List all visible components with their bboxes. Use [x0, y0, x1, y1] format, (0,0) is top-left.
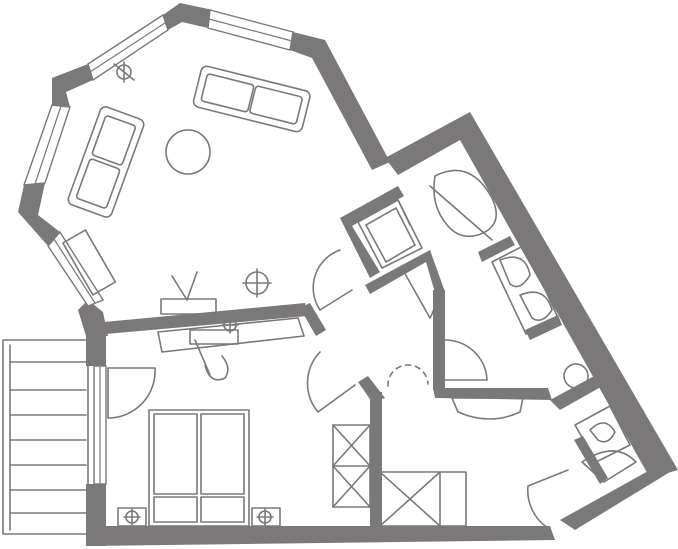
outer-walls: [18, 3, 678, 546]
door-swing-icon: [306, 351, 356, 413]
living-room: [62, 61, 311, 315]
door-swing-icon: [403, 271, 437, 319]
wardrobe-icon: [332, 424, 371, 508]
windows: [22, 9, 294, 485]
door-swing-icon: [444, 339, 488, 381]
wall-segment: [478, 236, 515, 262]
wall-segment: [433, 388, 552, 400]
balcony: [2, 339, 89, 535]
hallway: [312, 249, 569, 529]
wall-segment: [86, 330, 106, 366]
nightstand-lamp-icon: [117, 507, 147, 527]
wall-segment: [340, 186, 404, 278]
wall-segment: [300, 303, 326, 336]
toilet-icon: [574, 405, 631, 463]
wall-segment: [433, 290, 445, 390]
double-bed-icon: [148, 409, 250, 527]
wall-segment: [86, 526, 555, 546]
washbasin-icon: [491, 244, 559, 335]
wall-segment: [18, 183, 60, 246]
washbasin-icon: [563, 363, 589, 389]
desk-icon: [157, 316, 305, 353]
wall-segment: [78, 300, 108, 336]
door-swing-icon: [312, 249, 353, 311]
armchair-icon: [67, 106, 145, 218]
kitchen-counter-icon: [379, 471, 467, 527]
tv-stand-icon: [160, 271, 217, 315]
round-table-icon: [165, 129, 211, 175]
ceiling-light-icon: [242, 268, 272, 298]
wall-segment: [163, 3, 213, 30]
wall-segment: [104, 303, 308, 334]
door-swing-icon: [107, 367, 156, 419]
wall-segment: [550, 374, 606, 410]
wall-segment: [574, 436, 608, 484]
nightstand-lamp-icon: [251, 507, 281, 527]
bathroom: [357, 169, 589, 420]
wall-segment: [560, 470, 670, 530]
wc: [574, 405, 637, 483]
window: [22, 104, 71, 186]
wall-segment: [385, 112, 678, 478]
wall-segment: [370, 392, 382, 528]
sideboard-icon: [62, 229, 117, 296]
bedroom: [107, 316, 371, 527]
wall-segment: [52, 64, 93, 107]
ceiling-light-icon: [113, 61, 135, 83]
sofa-icon: [192, 65, 311, 133]
washbasin-icon: [581, 450, 637, 483]
washbasin-icon: [357, 199, 423, 269]
kitchen-counter-icon: [451, 397, 524, 420]
door-swing-icon: [526, 469, 569, 529]
bathtub-icon: [429, 169, 497, 241]
chair-icon: [194, 339, 229, 381]
wall-segment: [290, 32, 390, 170]
